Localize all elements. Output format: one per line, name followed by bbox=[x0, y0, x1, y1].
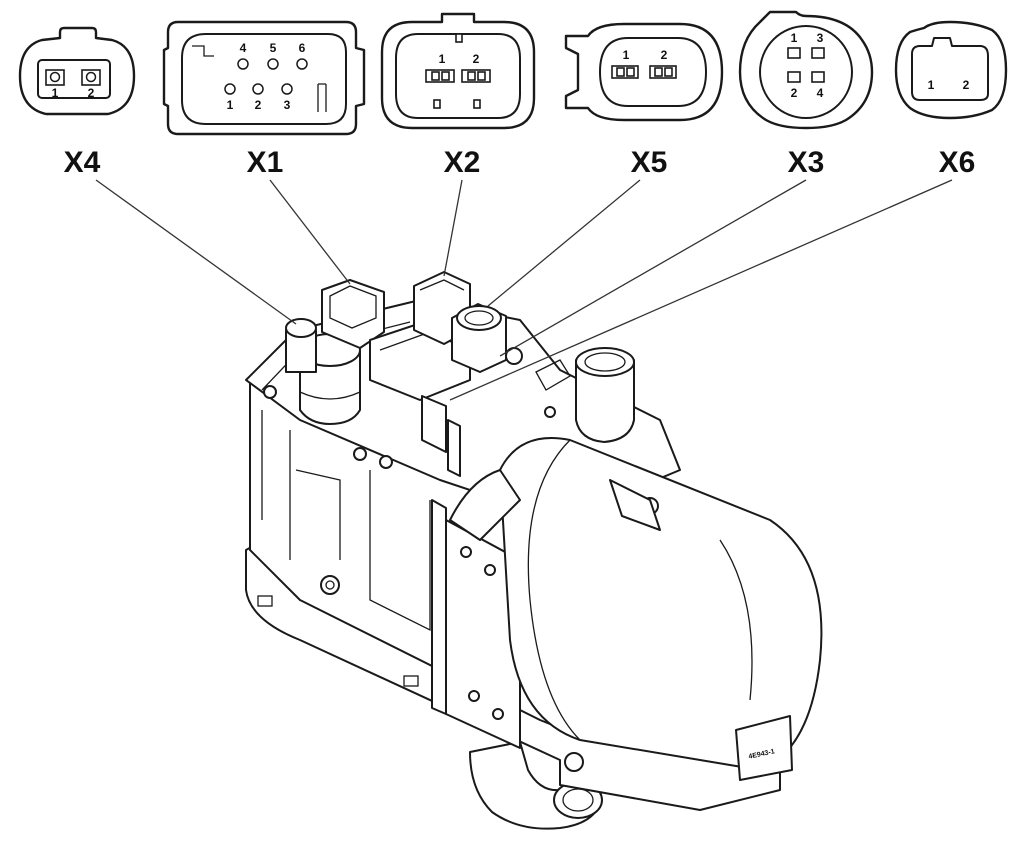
x3-pin-2-number: 2 bbox=[791, 86, 798, 100]
x3-pin-3-number: 3 bbox=[817, 31, 824, 45]
x3-pin-1-number: 1 bbox=[791, 31, 798, 45]
x5-pin-2-number: 2 bbox=[661, 48, 668, 62]
x1-pin-5-number: 5 bbox=[270, 41, 277, 55]
connector-x1-face: 4 5 6 1 2 3 bbox=[162, 20, 366, 136]
connector-x6-face: 1 2 bbox=[894, 20, 1008, 120]
x1-pin-4-number: 4 bbox=[240, 41, 247, 55]
leader-x5 bbox=[487, 179, 641, 307]
x1-pin-6-number: 6 bbox=[299, 41, 306, 55]
leader-x1 bbox=[269, 179, 351, 285]
x2-pin-1-number: 1 bbox=[439, 52, 446, 66]
leader-x2 bbox=[443, 179, 463, 277]
x1-pin-3-number: 3 bbox=[284, 98, 291, 112]
x2-pin-2-number: 2 bbox=[473, 52, 480, 66]
x1-pin-2-number: 2 bbox=[255, 98, 262, 112]
connector-x2-label: X2 bbox=[444, 146, 481, 179]
leader-x4 bbox=[95, 179, 297, 325]
x3-pin-4-number: 4 bbox=[817, 86, 824, 100]
connector-x4-label: X4 bbox=[64, 146, 101, 179]
x1-pin-1-number: 1 bbox=[227, 98, 234, 112]
heater-unit-illustration: 4E943-1 bbox=[245, 271, 823, 830]
leader-x3 bbox=[499, 179, 807, 357]
connector-x6-label: X6 bbox=[939, 146, 976, 179]
connector-x2-face: 1 2 bbox=[380, 12, 536, 130]
x6-pin-1-number: 1 bbox=[928, 78, 935, 92]
leader-x6 bbox=[449, 179, 953, 401]
connector-x3-face: 1 3 2 4 bbox=[738, 10, 874, 130]
connector-x4-face: 1 2 bbox=[18, 26, 136, 116]
x6-pin-2-number: 2 bbox=[963, 78, 970, 92]
connector-x5-face: 1 2 bbox=[564, 22, 724, 122]
x5-pin-1-number: 1 bbox=[623, 48, 630, 62]
connector-x3-label: X3 bbox=[788, 146, 825, 179]
x4-pin-1-number: 1 bbox=[52, 86, 59, 100]
leader-lines bbox=[95, 179, 953, 401]
x4-pin-2-number: 2 bbox=[88, 86, 95, 100]
connector-x1-label: X1 bbox=[247, 146, 284, 179]
connector-x5-label: X5 bbox=[631, 146, 668, 179]
